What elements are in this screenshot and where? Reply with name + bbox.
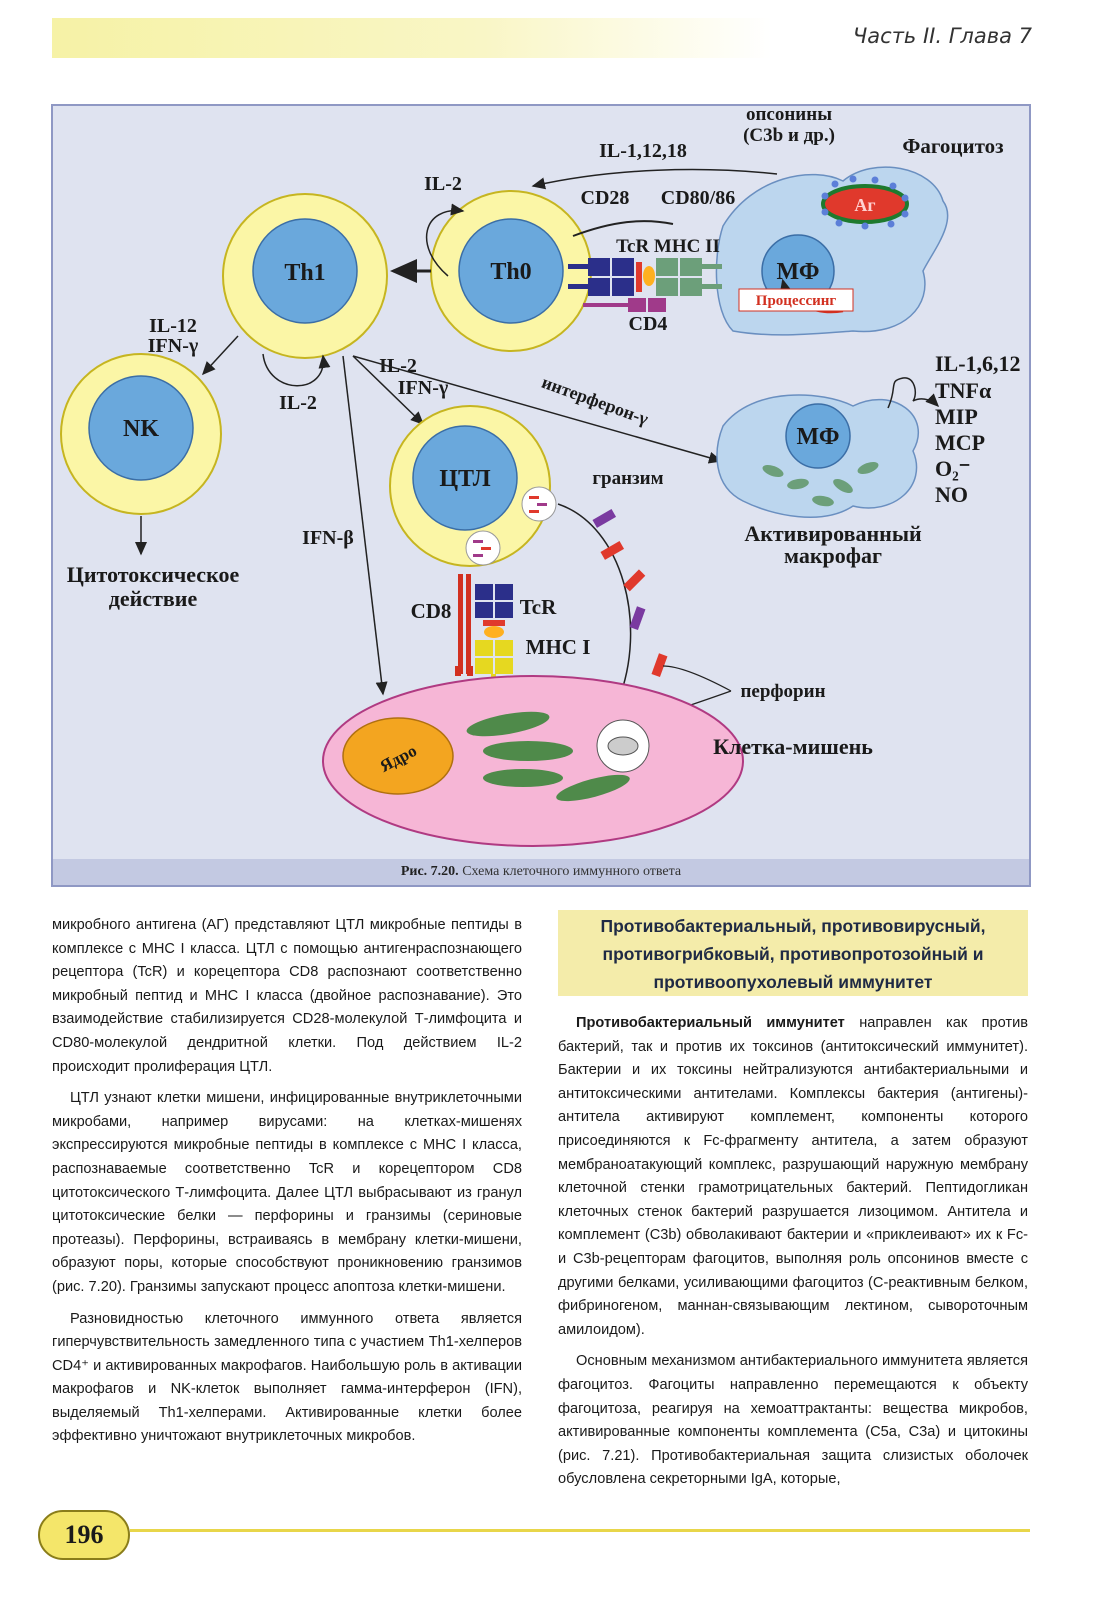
opsonins-label: опсонины bbox=[746, 106, 832, 125]
mediator-item: TNFα bbox=[935, 378, 992, 403]
perforin-label: перфорин bbox=[740, 681, 825, 702]
activated-label-2: макрофаг bbox=[784, 543, 882, 568]
tcr-mhc2-complex bbox=[568, 258, 722, 312]
mitochondria bbox=[466, 711, 630, 802]
tcr-mhc1-complex bbox=[455, 574, 513, 688]
ctl-label: ЦТЛ bbox=[439, 466, 490, 492]
il12-label: IL-12 bbox=[149, 315, 197, 337]
left-column: микробного антигена (АГ) представляют ЦТ… bbox=[52, 914, 522, 1449]
immune-response-diagram: Аг МФ Процессинг опсонины (C3b и др.) Фа… bbox=[60, 106, 1021, 847]
footer-rule bbox=[130, 1529, 1030, 1532]
page-number: 196 bbox=[38, 1510, 130, 1560]
macrophage-granules bbox=[762, 461, 879, 507]
nk-label: NK bbox=[123, 416, 159, 442]
mf2-label: МФ bbox=[797, 424, 840, 450]
ifn-gamma-nk-label: IFN-γ bbox=[148, 335, 199, 357]
mediator-list: IL-1,6,12 TNFα MIP MCP O₂⁻ NO bbox=[935, 351, 1021, 507]
paragraph-body: направлен как против бактерий, так и про… bbox=[558, 1015, 1028, 1338]
processing-badge bbox=[738, 288, 854, 312]
running-head: Часть II. Глава 7 bbox=[852, 24, 1032, 48]
tcr-mhc2-label: TcR MHC II bbox=[616, 236, 720, 257]
il2-top-label: IL-2 bbox=[424, 173, 462, 195]
caption-text: Схема клеточного иммунного ответа bbox=[458, 864, 682, 879]
cd8-label: CD8 bbox=[411, 599, 452, 623]
mediator-item: MCP bbox=[935, 430, 985, 455]
phagocytosis-label: Фагоцитоз bbox=[902, 134, 1003, 158]
tcr-label: TcR bbox=[520, 595, 557, 619]
antigen-bacterium bbox=[821, 184, 909, 224]
cd28-label: CD28 bbox=[581, 187, 630, 209]
mediator-item: MIP bbox=[935, 404, 978, 429]
th0-label: Th0 bbox=[490, 259, 531, 285]
mediator-item: O₂⁻ bbox=[935, 456, 970, 481]
paragraph: Противобактериальный иммунитет направлен… bbox=[558, 1012, 1028, 1342]
paragraph: Основным механизмом антибактериального и… bbox=[558, 1353, 1028, 1488]
target-cell bbox=[322, 675, 744, 847]
figure-7-20: Аг МФ Процессинг опсонины (C3b и др.) Фа… bbox=[51, 104, 1031, 887]
opsonins-label-2: (C3b и др.) bbox=[743, 125, 835, 146]
paragraph: Разновидностью клеточного иммунного отве… bbox=[52, 1310, 522, 1445]
mhc1-label: MHC I bbox=[526, 635, 591, 659]
ag-label: Аг bbox=[854, 195, 875, 215]
caption-label: Рис. 7.20. bbox=[400, 864, 459, 879]
target-nucleus bbox=[342, 717, 454, 795]
section-heading: Противобактериальный, противовирусный, п… bbox=[558, 910, 1028, 996]
mediator-item: NO bbox=[935, 482, 968, 507]
mediator-item: IL-1,6,12 bbox=[935, 351, 1021, 376]
cytotoxic-label-2: действие bbox=[109, 586, 198, 611]
cd4-label: CD4 bbox=[629, 313, 668, 335]
il2-mid-label: IL-2 bbox=[379, 355, 417, 377]
ifn-beta-label: IFN-β bbox=[302, 527, 354, 549]
target-cell-label: Клетка-мишень bbox=[713, 734, 873, 759]
paragraph: микробного антигена (АГ) представляют ЦТ… bbox=[52, 917, 522, 1075]
ifn-gamma-ctl-label: IFN-γ bbox=[398, 377, 449, 399]
paragraph: ЦТЛ узнают клетки мишени, инфицированные… bbox=[52, 1090, 522, 1295]
th1-label: Th1 bbox=[284, 260, 325, 286]
cytotoxic-label: Цитотоксическое bbox=[67, 562, 240, 587]
il2-th1-label: IL-2 bbox=[279, 392, 317, 414]
right-column: Противобактериальный иммунитет направлен… bbox=[558, 1012, 1028, 1492]
header-band bbox=[52, 18, 772, 58]
paragraph-lead: Противобактериальный иммунитет bbox=[576, 1015, 845, 1031]
granzyme-label: гранзим bbox=[592, 468, 663, 489]
interferon-gamma-label: интерферон-γ bbox=[539, 372, 651, 429]
cd80-86-label: CD80/86 bbox=[661, 187, 735, 209]
opsonin-dots bbox=[821, 175, 909, 230]
figure-caption: Рис. 7.20. Схема клеточного иммунного от… bbox=[53, 859, 1029, 885]
il-1-12-18-label: IL-1,12,18 bbox=[599, 140, 687, 162]
activated-label: Активированный bbox=[744, 521, 922, 546]
processing-label: Процессинг bbox=[756, 293, 837, 309]
